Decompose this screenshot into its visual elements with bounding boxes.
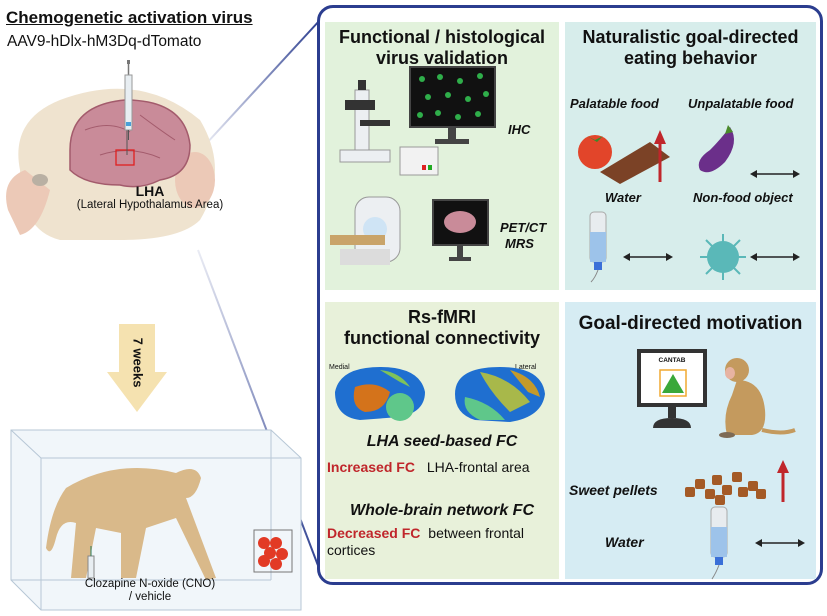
panel-goal-motivation: Goal-directed motivation CANTAB Sweet pe…	[565, 302, 816, 580]
no-change-arrow-icon	[750, 170, 800, 178]
fluorescence-monitor-icon	[409, 66, 496, 144]
virus-section-title: Chemogenetic activation virus	[6, 8, 253, 27]
injection-line2: / vehicle	[128, 591, 172, 603]
tomato-chocolate-icon	[578, 130, 670, 184]
syringe-icon	[87, 546, 95, 579]
cage-illustration	[10, 429, 302, 611]
panel-title-line2: virus validation	[375, 48, 509, 68]
tomato-box-icon	[253, 529, 293, 573]
panel-title-line2: eating behavior	[623, 48, 758, 68]
microscope-icon	[339, 80, 391, 163]
lha-target-box	[115, 149, 135, 166]
injection-label: Clozapine N-oxide (CNO) / vehicle	[40, 578, 260, 604]
no-change-arrow-icon	[750, 253, 800, 261]
walking-monkey-icon	[46, 468, 216, 580]
network-fc-region-line1: between frontal	[428, 525, 525, 541]
network-fc-result-row: Decreased FC between frontal cortices	[327, 525, 524, 559]
spiky-ball-icon	[700, 234, 746, 280]
method-ihc: IHC	[508, 122, 531, 137]
seed-fc-region: LHA-frontal area	[426, 459, 530, 475]
item-label-water: Water	[605, 534, 644, 550]
eggplant-icon	[698, 125, 734, 173]
no-change-arrow-icon	[623, 253, 673, 261]
item-label-unpalatable: Unpalatable food	[688, 96, 794, 111]
virus-construct-label: AAV9-hDlx-hM3Dq-dTomato	[7, 33, 202, 50]
network-fc-title: Whole-brain network FC	[350, 502, 534, 519]
panel-virus-validation: Functional / histological virus validati…	[325, 22, 559, 290]
seed-fc-result-row: Increased FC LHA-frontal area	[327, 459, 530, 475]
delay-label: 7 weeks	[130, 337, 146, 388]
syringe-icon	[124, 60, 133, 140]
water-bottle-icon	[710, 506, 728, 580]
increase-arrow-icon	[777, 460, 789, 502]
panel-title-line1: Functional / histological	[338, 27, 545, 47]
panel-rs-fmri: Rs-fMRI functional connectivity Medial L…	[325, 302, 559, 579]
lha-full-name: (Lateral Hypothalamus Area)	[76, 199, 224, 211]
pet-scanner-icon	[330, 196, 401, 265]
brain-icon	[69, 99, 191, 188]
no-change-arrow-icon	[755, 539, 805, 547]
item-label-palatable: Palatable food	[570, 96, 659, 111]
injection-line1: Clozapine N-oxide (CNO)	[84, 578, 216, 590]
seed-fc-title: LHA seed-based FC	[366, 433, 518, 450]
seed-fc-result: Increased FC	[327, 459, 415, 475]
panel-title: Functional / histological virus validati…	[325, 27, 559, 69]
cantab-monitor-icon	[637, 349, 707, 428]
sitting-monkey-icon	[719, 358, 796, 438]
item-label-nonfood: Non-food object	[693, 190, 793, 205]
panel-title: Rs-fMRI functional connectivity	[325, 307, 559, 349]
panel-title-line2: functional connectivity	[343, 328, 541, 348]
brain-monitor-icon	[432, 199, 489, 261]
network-fc-result: Decreased FC	[327, 525, 421, 541]
method-pet-ct: PET/CT	[500, 220, 547, 235]
monkey-head-illustration	[6, 88, 216, 240]
lha-label: LHA	[135, 183, 165, 199]
brain-medial-map-icon	[335, 367, 425, 421]
panel-title-line1: Rs-fMRI	[408, 307, 476, 327]
network-fc-region-line2: cortices	[327, 542, 376, 558]
panel-eating-behavior: Naturalistic goal-directed eating behavi…	[565, 22, 816, 290]
panel-title: Naturalistic goal-directed eating behavi…	[565, 27, 816, 69]
cantab-label: CANTAB	[658, 357, 686, 364]
view-label-lateral: Lateral	[515, 364, 537, 371]
water-bottle-icon	[589, 211, 607, 283]
pellets-icon	[685, 472, 766, 505]
method-pet-mrs: PET/CT MRS	[500, 220, 546, 252]
panel-title: Goal-directed motivation	[578, 313, 803, 334]
panel-title-line1: Naturalistic goal-directed	[582, 27, 799, 47]
item-label-water: Water	[605, 190, 641, 205]
item-label-sweet-pellets: Sweet pellets	[569, 482, 658, 498]
down-arrow-icon	[107, 324, 167, 412]
power-supply-icon	[399, 146, 439, 176]
view-label-medial: Medial	[329, 364, 350, 371]
method-mrs: MRS	[505, 236, 534, 251]
brain-lateral-map-icon	[455, 367, 545, 422]
